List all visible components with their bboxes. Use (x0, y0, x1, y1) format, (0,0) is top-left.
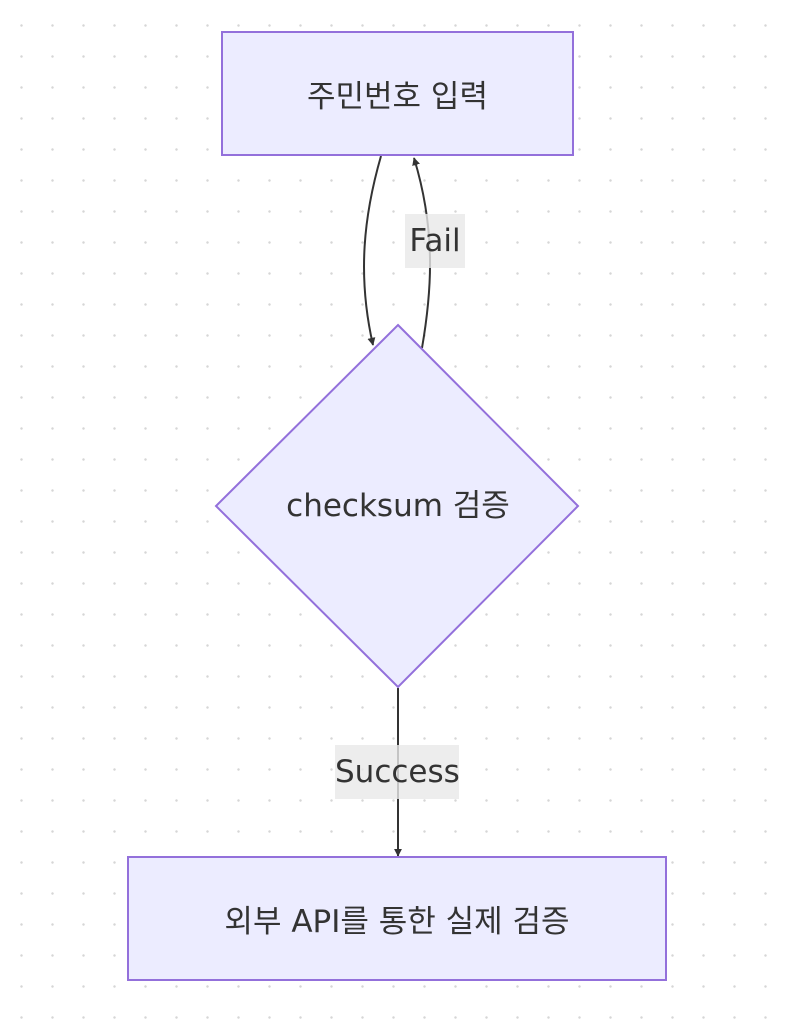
edge-label-success: Success (335, 745, 460, 799)
edge-input-to-checksum (363, 155, 382, 346)
node-checksum-label: checksum 검증 (286, 488, 510, 524)
node-external[interactable]: 외부 API를 통한 실제 검증 (127, 856, 667, 981)
node-external-label: 외부 API를 통한 실제 검증 (224, 904, 570, 940)
checksum-diamond-shape (214, 323, 580, 689)
node-input-label: 주민번호 입력 (307, 79, 488, 115)
node-input[interactable]: 주민번호 입력 (221, 31, 574, 156)
edge-label-fail: Fail (405, 214, 465, 268)
